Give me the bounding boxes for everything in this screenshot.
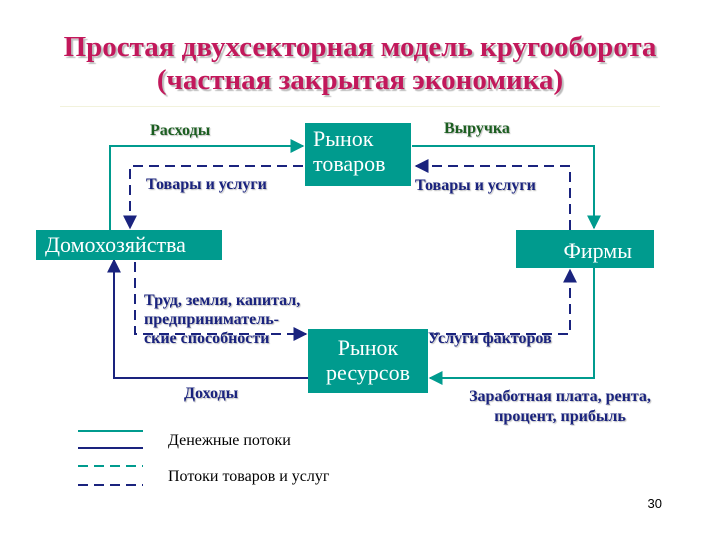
money-flow-wages	[428, 268, 595, 385]
households-label: Домохозяйства	[45, 232, 186, 257]
resource-flow-to-firms	[430, 268, 577, 335]
label-revenue: Выручка	[444, 120, 510, 137]
money-flow-expenses	[109, 139, 305, 230]
goods-flow-from-firms	[414, 159, 571, 230]
goods-flow-to-households	[123, 165, 303, 230]
legend-money-flows: Денежные потоки	[168, 432, 291, 449]
title-line-1: Простая двухсекторная модель кругооборот…	[63, 31, 657, 63]
label-income: Доходы	[184, 385, 239, 402]
label-wages-line-2: процент, прибыль	[494, 408, 626, 425]
resource-flow-from-households	[134, 262, 308, 341]
households-box: Домохозяйства	[36, 230, 222, 260]
label-wages-line-1: Заработная плата, рента,	[469, 388, 651, 405]
label-factors-line-3: ские способности	[144, 330, 270, 347]
label-factors-line-1: Труд, земля, капитал,	[144, 292, 301, 309]
label-factors-line-2: предприниматель-	[144, 311, 279, 328]
page-number: 30	[647, 496, 662, 511]
label-goods-services-left: Товары и услуги	[146, 176, 267, 193]
money-flow-revenue	[412, 145, 601, 230]
goods-market-line-2: товаров	[313, 151, 386, 176]
goods-market-line-1: Рынок	[313, 126, 374, 151]
title-line-2: (частная закрытая экономика)	[156, 64, 564, 96]
label-goods-services-right: Товары и услуги	[415, 177, 536, 194]
resource-market-line-2: ресурсов	[326, 360, 410, 385]
resource-market-line-1: Рынок	[337, 335, 399, 360]
legend-goods-flows: Потоки товаров и услуг	[168, 468, 330, 485]
resource-market-box: Рынок ресурсов	[308, 329, 428, 393]
goods-market-box: Рынок товаров	[305, 123, 411, 186]
label-expenses: Расходы	[150, 122, 211, 139]
firms-label: Фирмы	[563, 238, 632, 263]
firms-box: Фирмы	[516, 230, 654, 268]
title-divider	[60, 106, 660, 107]
money-flow-income	[107, 258, 309, 379]
label-factor-services: Услуги факторов	[428, 330, 552, 347]
